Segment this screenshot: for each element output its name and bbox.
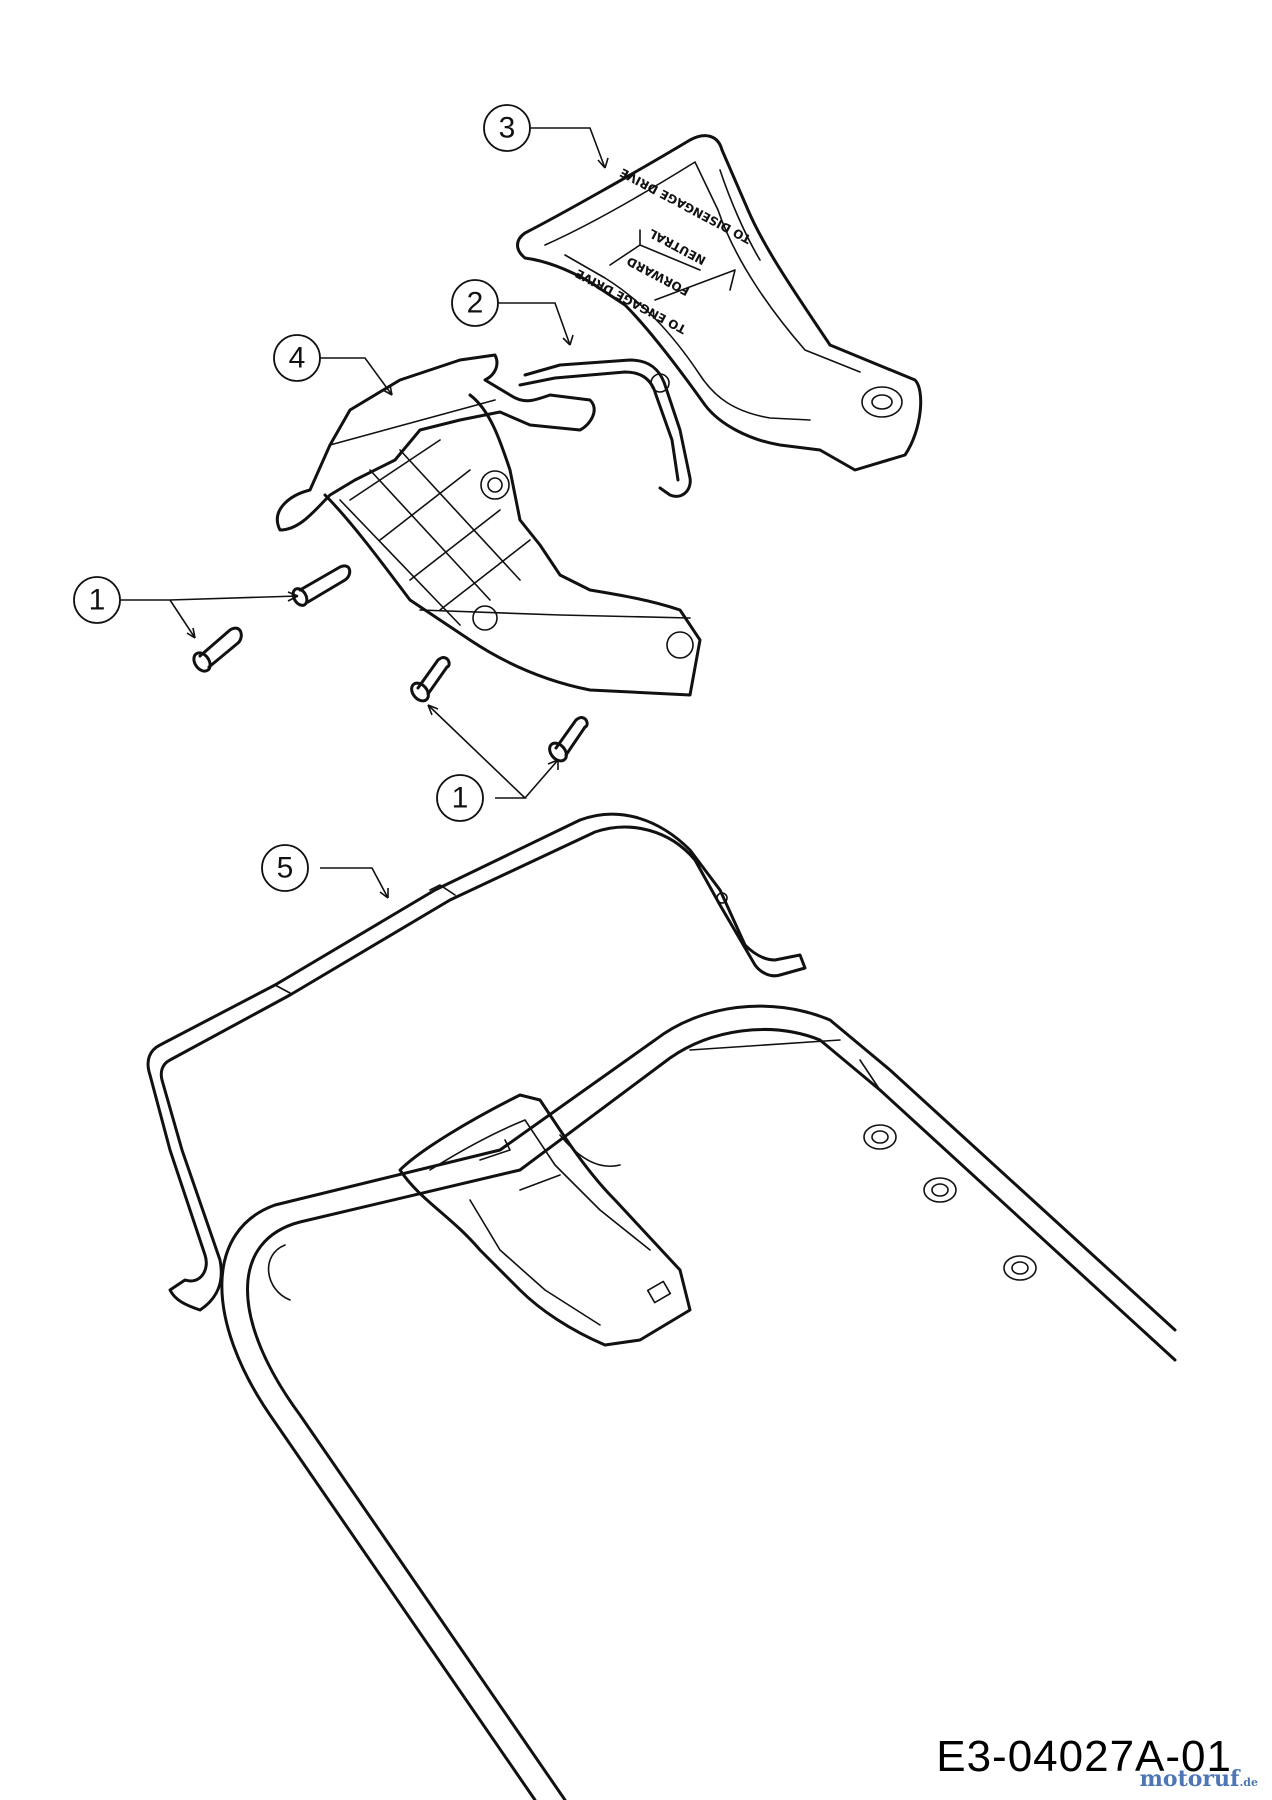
watermark-logo: motoruf.de [1140, 1766, 1258, 1792]
drawing-number: E3-04027A-01 [936, 1732, 1232, 1781]
watermark-name: motoruf [1139, 1766, 1240, 1792]
screw-part [291, 564, 352, 607]
callout-4-label: 4 [289, 342, 306, 375]
callout-3: 3 [483, 104, 531, 152]
drive-bail-part [146, 812, 807, 1312]
callout-3-label: 3 [499, 112, 516, 145]
shift-cover-part: TO ENGAGE DRIVE FORWARD NEUTRAL TO DISEN… [516, 134, 923, 472]
screw-part [410, 656, 451, 703]
callout-2: 2 [451, 279, 499, 327]
callout-4: 4 [273, 334, 321, 382]
watermark-tld: .de [1239, 1776, 1258, 1789]
screw-part [548, 716, 589, 763]
callout-leaders [120, 127, 609, 899]
decal-forward-text: FORWARD [624, 254, 691, 299]
callout-1b: 1 [436, 774, 484, 822]
callout-1a-label: 1 [89, 584, 106, 617]
callout-2-label: 2 [467, 287, 484, 320]
assembled-arrow-icon [479, 1139, 561, 1191]
neutral-arrow-icon [654, 269, 736, 301]
assembled-badge-icon [646, 1280, 672, 1304]
handle-assembly [220, 1004, 1177, 1800]
callout-1a: 1 [73, 576, 121, 624]
decal-badge-icon [861, 386, 903, 418]
callout-1b-label: 1 [452, 782, 469, 815]
screw-part [192, 626, 243, 673]
shift-bracket-part [275, 353, 702, 697]
callout-5: 5 [261, 844, 309, 892]
callout-5-label: 5 [277, 852, 294, 885]
forward-arrow-icon [609, 229, 701, 271]
shift-lever-rod-part [518, 358, 692, 498]
